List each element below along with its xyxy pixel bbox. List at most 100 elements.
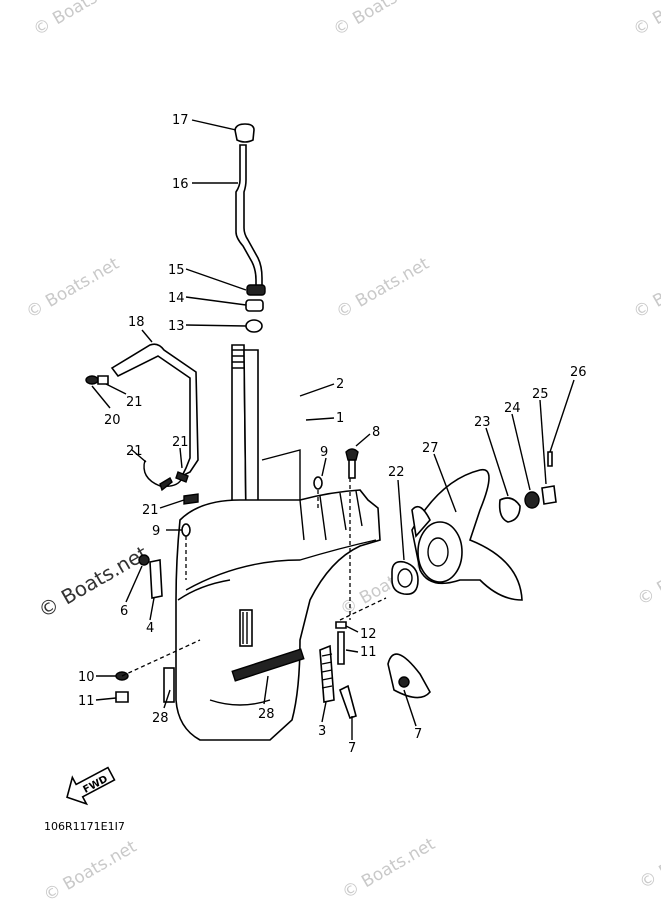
bolt-5 [339,684,357,720]
decal-28-side [231,648,305,682]
watermark: © Boats.net [339,834,439,903]
leader-24 [511,413,531,491]
shift-link-19 [110,343,199,478]
shift-rod [243,349,259,521]
bolt-6 [138,554,150,566]
callout-21-a: 21 [126,444,143,459]
leader-19 [141,329,153,343]
leader-13 [345,625,359,633]
callout-9-lower: 9 [152,524,160,539]
callout-14: 13 [168,319,185,334]
callout-5: 7 [348,741,356,756]
leader-3 [321,701,327,723]
shift-link-rod [110,343,199,478]
seal-15 [245,299,264,312]
propeller-hub [417,521,463,583]
callout-8: 8 [372,425,380,440]
bolt-10 [115,691,129,703]
anode-3-hatching [321,653,333,689]
anti-cavitation-plate-line [185,539,377,591]
leader-4 [149,597,155,621]
callout-15: 14 [168,291,185,306]
diagram-code: 106R1171E1I7 [44,820,125,833]
leader-21-top [105,383,127,395]
callout-28-rear: 28 [152,711,169,726]
callout-13: 12 [360,627,377,642]
callout-20: 20 [104,413,121,428]
leader-7 [403,689,417,727]
leader-16 [185,268,247,291]
watermark: © Boats.net [333,254,433,323]
leader-8 [355,433,371,447]
watermark: © Boats.net [634,541,661,610]
prop-shaft-axis [339,597,387,621]
water-intake-lines [299,490,363,541]
callout-24: 24 [504,401,521,416]
watermark: © Boats.net [636,824,661,893]
forward-direction-arrow: FWD [66,766,116,806]
clip-21-a [159,477,173,492]
callout-16: 15 [168,263,185,278]
intake-screen [239,609,253,647]
callout-27: 27 [422,441,439,456]
grommet-18 [234,123,255,143]
leader-2 [299,383,335,397]
nut-9-lower [181,523,191,537]
callout-19: 18 [128,315,145,330]
clips-top [85,375,109,385]
leader-21-b [179,447,183,469]
leader-1 [305,417,335,421]
callout-21-c: 21 [142,503,159,518]
watermark: © Boats.net [630,0,661,40]
watermarks: © Boats.net © Boats.net © Boats.net © Bo… [23,0,661,906]
anode-4 [149,559,163,599]
leader-26 [549,379,575,453]
leader-9-upper [321,457,327,477]
bolt-8-head [345,448,359,461]
callout-22: 22 [388,465,405,480]
anodes [138,554,335,703]
callout-11: 10 [78,670,95,685]
callout-21-b: 21 [172,435,189,450]
watermark: © Boats.net [23,254,123,323]
leader-12 [345,649,359,653]
watermark: © Boats.net [30,0,130,40]
bolts [115,448,359,720]
intake-screen-slots [242,612,248,644]
decal-28-rear [163,667,175,703]
callout-1: 1 [336,411,344,426]
trim-tab-body [387,653,431,699]
gear-case-housing [163,489,381,741]
propeller-blade-upper [411,505,431,538]
thrust-washer-bore [397,568,413,588]
leader-28-side [263,675,269,705]
leader-25 [539,399,547,485]
alignment-lines [121,449,387,677]
callout-2: 2 [336,377,344,392]
nut-9-upper [313,476,323,490]
leader-21-a [131,449,147,463]
plug-20 [85,375,99,385]
case-contour [177,579,231,601]
callout-labels: 17 16 15 14 13 18 2 1 8 9 9 21 20 21 21 … [78,113,587,756]
leader-20 [91,385,111,409]
callout-10: 11 [78,694,95,709]
washer-13 [335,621,347,629]
callout-17: 16 [172,177,189,192]
drive-shaft [231,344,259,521]
watermark: © Boats.net [630,254,661,323]
thrust-washer-22 [391,560,419,596]
clips-lower [143,459,199,505]
leader-23 [485,427,509,497]
washer-24 [524,491,540,509]
spacer-23 [498,497,521,523]
trim-tab-7 [387,653,431,699]
callout-25: 25 [532,387,549,402]
callout-9-upper: 9 [320,445,328,460]
trim-tab-boss [398,676,410,688]
leader-28-rear [163,689,171,709]
leader-22 [397,479,405,561]
clip-21 [97,375,109,385]
